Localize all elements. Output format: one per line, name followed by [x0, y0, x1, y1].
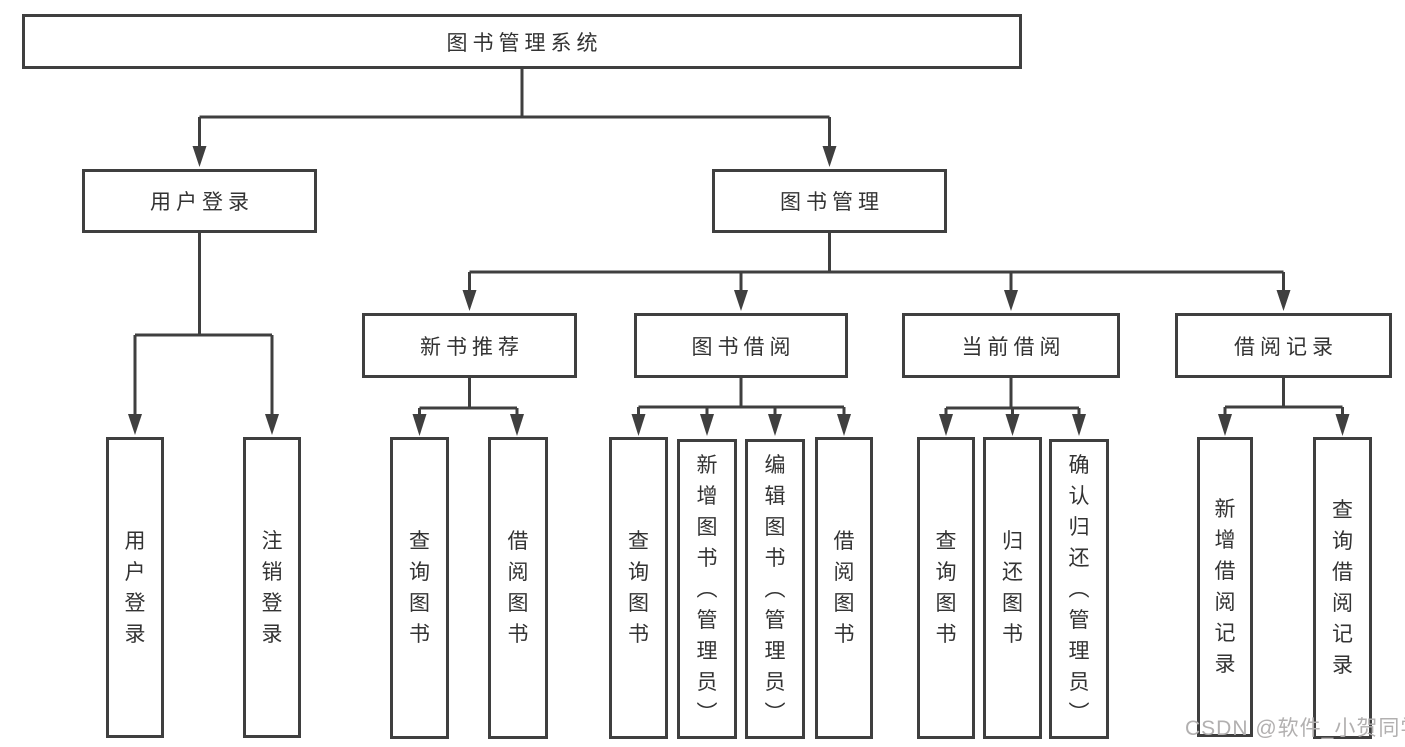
- node-label: 用户登录: [150, 191, 254, 214]
- node-borrow-records: 借阅记录: [1175, 313, 1392, 378]
- arrow-down-icon: [128, 414, 142, 435]
- arrow-down-icon: [1335, 414, 1350, 436]
- node-label: 用户登录: [124, 529, 146, 646]
- csdn-watermark: CSDN @软件_小贺同学: [1185, 717, 1405, 740]
- node-label: 新增图书︵管理员︶: [696, 453, 718, 725]
- arrow-down-icon: [1072, 414, 1086, 436]
- node-user-login: 用户登录: [82, 169, 317, 233]
- node-label: 新增借阅记录: [1214, 498, 1236, 676]
- leaf-nbr-borrow-books: 借阅图书: [488, 437, 548, 739]
- node-label: 确认归还︵管理员︶: [1068, 453, 1090, 725]
- node-label: 归还图书: [1002, 530, 1023, 646]
- node-label: 查询图书: [935, 530, 957, 646]
- node-book-borrow: 图书借阅: [634, 313, 848, 378]
- node-library-management-system: 图书管理系统: [22, 14, 1022, 69]
- leaf-cb-return-books: 归还图书: [983, 437, 1042, 739]
- leaf-br-add-record: 新增借阅记录: [1197, 437, 1253, 737]
- leaf-bb-query-books: 查询图书: [609, 437, 668, 739]
- arrow-down-icon: [837, 414, 851, 436]
- arrow-down-icon: [631, 414, 646, 436]
- arrow-down-icon: [700, 414, 714, 436]
- node-current-borrow: 当前借阅: [902, 313, 1120, 378]
- arrow-down-icon: [412, 414, 427, 436]
- node-label: 查询图书: [628, 530, 649, 646]
- node-label: 图书管理系统: [446, 31, 603, 55]
- arrow-down-icon: [265, 414, 279, 435]
- arrow-down-icon: [1004, 290, 1018, 311]
- node-label: 借阅图书: [833, 530, 855, 646]
- leaf-bb-add-books-admin: 新增图书︵管理员︶: [677, 439, 737, 739]
- arrow-down-icon: [822, 146, 837, 167]
- leaf-logout: 注销登录: [243, 437, 301, 738]
- arrow-down-icon: [939, 414, 953, 436]
- arrow-down-icon: [192, 146, 207, 167]
- node-label: 查询借阅记录: [1332, 499, 1353, 677]
- leaf-bb-borrow-books: 借阅图书: [815, 437, 873, 739]
- node-label: 图书借阅: [691, 335, 796, 359]
- node-label: 图书管理: [780, 191, 884, 214]
- arrow-down-icon: [734, 290, 748, 311]
- node-label: 新书推荐: [420, 335, 524, 359]
- node-label: 当前借阅: [961, 335, 1066, 359]
- arrow-down-icon: [768, 414, 782, 436]
- node-new-book-recommend: 新书推荐: [362, 313, 577, 378]
- leaf-user-login: 用户登录: [106, 437, 164, 738]
- arrow-down-icon: [510, 414, 524, 436]
- arrow-down-icon: [1005, 414, 1020, 436]
- node-label: 注销登录: [261, 529, 283, 646]
- node-label: 查询图书: [409, 530, 430, 646]
- node-book-management: 图书管理: [712, 169, 947, 233]
- node-label: 借阅图书: [507, 530, 529, 646]
- node-label: 编辑图书︵管理员︶: [764, 453, 786, 725]
- arrow-down-icon: [1218, 414, 1232, 436]
- leaf-nbr-query-books: 查询图书: [390, 437, 449, 739]
- leaf-cb-query-books: 查询图书: [917, 437, 975, 739]
- leaf-bb-edit-books-admin: 编辑图书︵管理员︶: [745, 439, 805, 739]
- arrow-down-icon: [1276, 290, 1291, 311]
- leaf-cb-confirm-return-admin: 确认归还︵管理员︶: [1049, 439, 1109, 739]
- leaf-br-query-record: 查询借阅记录: [1313, 437, 1372, 739]
- node-label: 借阅记录: [1234, 335, 1338, 359]
- arrow-down-icon: [462, 290, 477, 311]
